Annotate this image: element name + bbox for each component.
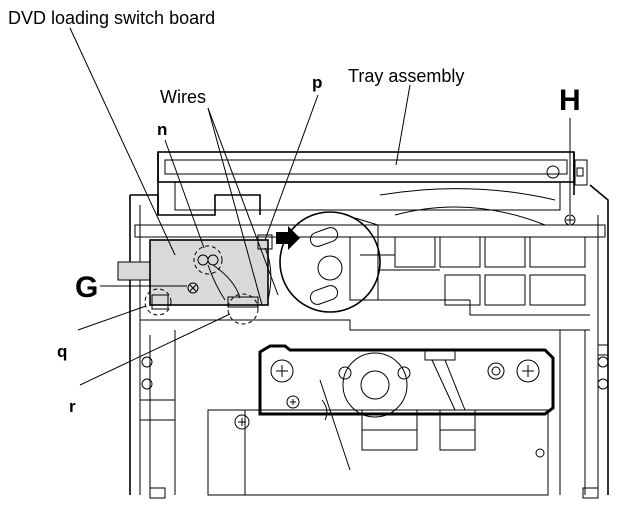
callout-circles bbox=[144, 245, 259, 325]
label-tray-assembly: Tray assembly bbox=[348, 66, 464, 86]
direction-arrow bbox=[276, 226, 300, 250]
leader-lines bbox=[69, 27, 571, 471]
label-g: G bbox=[75, 271, 98, 304]
label-wires: Wires bbox=[160, 87, 206, 107]
label-q: q bbox=[57, 342, 67, 361]
cam-gear bbox=[279, 211, 381, 313]
label-h: H bbox=[559, 84, 581, 117]
label-n: n bbox=[157, 120, 167, 139]
pickup-plate bbox=[207, 344, 555, 496]
label-p: p bbox=[312, 73, 322, 92]
label-dvd-loading-switch-board: DVD loading switch board bbox=[8, 8, 215, 28]
dvd-switch-board-part bbox=[149, 234, 273, 310]
tray-assembly bbox=[157, 151, 588, 226]
label-r: r bbox=[69, 397, 76, 416]
